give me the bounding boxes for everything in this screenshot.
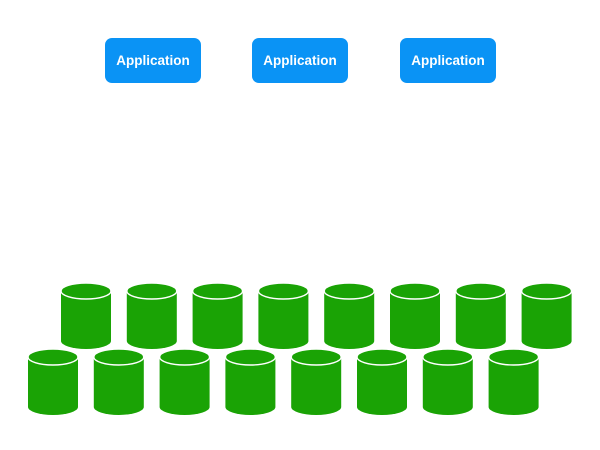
database-cylinder-icon bbox=[126, 282, 178, 349]
database-top bbox=[290, 348, 342, 366]
application-label: Application bbox=[263, 53, 337, 68]
database-top bbox=[323, 282, 375, 300]
database-top bbox=[356, 348, 408, 366]
database-body bbox=[225, 357, 276, 415]
database-cylinder-icon bbox=[520, 282, 573, 349]
database-body bbox=[192, 291, 243, 349]
database-top bbox=[520, 282, 573, 300]
database-top bbox=[60, 282, 112, 300]
database-top bbox=[93, 348, 145, 366]
database-cylinder-icon bbox=[93, 348, 145, 415]
database-body bbox=[258, 291, 309, 349]
database-top bbox=[389, 282, 441, 300]
application-box-3: Application bbox=[400, 38, 496, 83]
database-body bbox=[126, 291, 177, 349]
application-box-1: Application bbox=[105, 38, 201, 83]
database-cylinder-icon bbox=[224, 348, 277, 415]
application-box-2: Application bbox=[252, 38, 348, 83]
database-cylinder-icon bbox=[487, 348, 540, 415]
database-top bbox=[224, 348, 277, 366]
database-top bbox=[158, 348, 211, 366]
database-body bbox=[455, 291, 506, 349]
database-cylinder-icon bbox=[323, 282, 375, 349]
database-body bbox=[324, 291, 375, 349]
database-cylinder-icon bbox=[422, 348, 474, 415]
database-top bbox=[422, 348, 474, 366]
database-cylinder-icon bbox=[191, 282, 244, 349]
database-body bbox=[521, 291, 572, 349]
database-cylinder-icon bbox=[389, 282, 441, 349]
database-cylinder-icon bbox=[27, 348, 79, 415]
database-body bbox=[390, 291, 440, 349]
database-top bbox=[27, 348, 79, 366]
database-body bbox=[159, 357, 210, 415]
database-cylinder-icon bbox=[356, 348, 408, 415]
database-cylinder-icon bbox=[257, 282, 310, 349]
database-top bbox=[455, 282, 507, 300]
database-cylinder-icon bbox=[290, 348, 342, 415]
database-top bbox=[487, 348, 540, 366]
database-body bbox=[357, 357, 407, 415]
database-body bbox=[28, 357, 78, 415]
application-label: Application bbox=[116, 53, 190, 68]
database-body bbox=[93, 357, 144, 415]
application-label: Application bbox=[411, 53, 485, 68]
database-cylinder-icon bbox=[158, 348, 211, 415]
database-top bbox=[257, 282, 310, 300]
database-body bbox=[488, 357, 539, 415]
database-top bbox=[191, 282, 244, 300]
database-cylinder-icon bbox=[60, 282, 112, 349]
database-body bbox=[422, 357, 473, 415]
database-body bbox=[61, 291, 111, 349]
database-top bbox=[126, 282, 178, 300]
database-cylinder-icon bbox=[455, 282, 507, 349]
database-body bbox=[291, 357, 342, 415]
